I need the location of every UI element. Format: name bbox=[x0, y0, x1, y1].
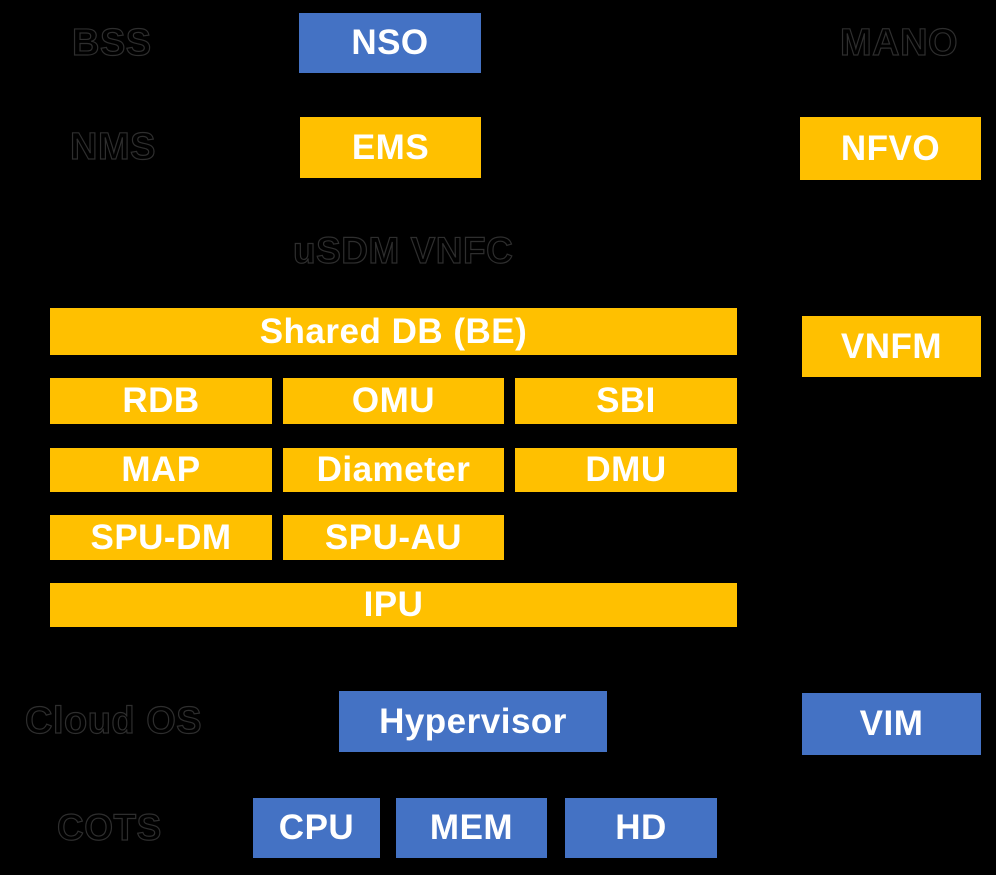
mem-box: MEM bbox=[396, 798, 547, 858]
nms-label: NMS bbox=[69, 125, 156, 168]
spu-dm-box: SPU-DM bbox=[50, 515, 272, 560]
cloud-os-label: Cloud OS bbox=[24, 699, 203, 742]
sbi-box: SBI bbox=[515, 378, 737, 424]
nso-box: NSO bbox=[299, 13, 481, 73]
rdb-box: RDB bbox=[50, 378, 272, 424]
vnfm-box: VNFM bbox=[802, 316, 981, 377]
omu-box: OMU bbox=[283, 378, 504, 424]
mano-label: MANO bbox=[839, 21, 959, 64]
bss-label: BSS bbox=[71, 21, 152, 64]
nfvo-box: NFVO bbox=[800, 117, 981, 180]
cots-label: COTS bbox=[56, 806, 162, 848]
shared-db-be-box: Shared DB (BE) bbox=[50, 308, 737, 355]
vim-box: VIM bbox=[802, 693, 981, 755]
usdm-vnfc-label: uSDM VNFC bbox=[292, 229, 514, 271]
map-box: MAP bbox=[50, 448, 272, 492]
hd-box: HD bbox=[565, 798, 717, 858]
ems-box: EMS bbox=[300, 117, 481, 178]
spu-au-box: SPU-AU bbox=[283, 515, 504, 560]
diameter-box: Diameter bbox=[283, 448, 504, 492]
dmu-box: DMU bbox=[515, 448, 737, 492]
cpu-box: CPU bbox=[253, 798, 380, 858]
ipu-box: IPU bbox=[50, 583, 737, 627]
hypervisor-box: Hypervisor bbox=[339, 691, 607, 752]
